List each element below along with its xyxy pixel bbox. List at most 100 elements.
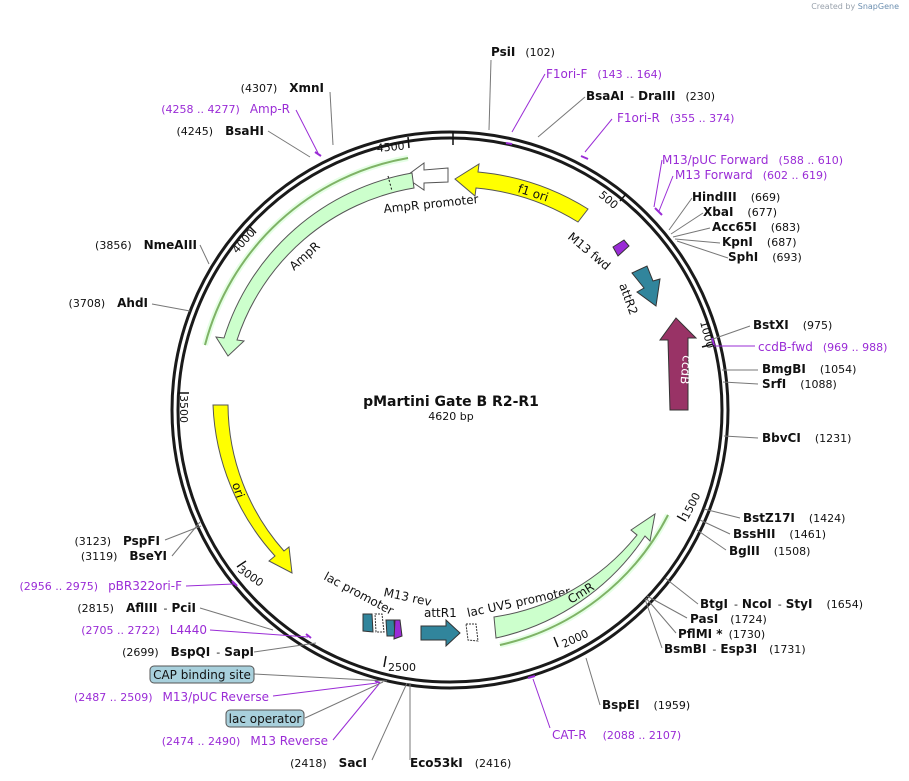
leader-xbai — [670, 212, 704, 235]
plasmid-name: pMartini Gate B R2-R1 — [363, 394, 539, 410]
site-pasi: PasI(1724) — [690, 612, 767, 626]
feature-ori: ori — [212, 404, 293, 574]
leader-kpni — [674, 238, 721, 244]
leader-cat-r — [532, 678, 551, 729]
m13-fwd-label: M13 fwd — [565, 230, 613, 273]
feature-lac-operator-box: lac operator — [225, 709, 305, 728]
tick-marks — [178, 131, 714, 668]
mark-f1ori-f — [505, 142, 513, 145]
site-sphi: SphI(693) — [728, 250, 802, 264]
site-pflmi: PflMI *(1730) — [678, 627, 765, 641]
site-xmni: (4307)XmnI — [241, 81, 324, 95]
leader-afliii — [199, 607, 274, 631]
feature-attr1: attR1 — [420, 606, 461, 648]
site-bseyi: (3119)BseYI — [81, 549, 167, 563]
leader-bglii — [696, 529, 727, 551]
site-hindiii: HindIII(669) — [692, 190, 780, 204]
site-bstz17i: BstZ17I(1424) — [743, 511, 845, 525]
site-bmgbi: BmgBI(1054) — [762, 362, 856, 376]
leader-f1ori-f — [511, 73, 546, 133]
tick-3000 — [236, 560, 247, 568]
attr1-label: attR1 — [424, 606, 457, 620]
leader-btgi — [664, 577, 699, 605]
tick-label-4500: 4500 — [376, 140, 405, 155]
primer-amp-r: (4258 .. 4277)Amp-R — [161, 102, 290, 116]
leader-bsahi — [267, 130, 311, 158]
site-bsshii: BssHII(1461) — [733, 527, 826, 541]
site-eco53ki: Eco53kI(2416) — [410, 756, 511, 770]
site-pspfi: (3123)PspFI — [74, 534, 160, 548]
site-saci: (2418)SacI — [290, 756, 367, 770]
leader-bspqi — [253, 642, 317, 653]
leader-pbr322 — [185, 583, 235, 587]
tick-label-3500: 3500 — [177, 395, 190, 423]
ccdb-label: ccdB — [677, 355, 693, 385]
credit-prefix: Created by — [811, 2, 856, 11]
site-ahdi: (3708)AhdI — [69, 296, 148, 310]
leader-xmni — [329, 91, 334, 146]
primer-ccdb-fwd: ccdB-fwd(969 .. 988) — [758, 340, 887, 354]
feature-cap-binding-box: CAP binding site — [149, 665, 255, 684]
tick-1500 — [676, 515, 687, 522]
mark-l4440 — [305, 633, 312, 639]
leader-m13-fwd — [658, 175, 674, 212]
tick-4500 — [407, 136, 410, 149]
site-btgi-ncoi-styi: BtgI-NcoI-StyI(1654) — [700, 597, 863, 611]
site-psii: PsiI(102) — [491, 45, 555, 59]
leader-bspei — [585, 657, 601, 706]
snapgene-logo: SnapGene — [857, 2, 899, 11]
leader-bbvci — [723, 435, 759, 439]
tick-label-2500: 2500 — [388, 661, 416, 674]
ampr-dotted-divider — [387, 175, 393, 192]
leader-bstxi — [712, 325, 751, 340]
leader-m13puc-fwd — [653, 159, 663, 208]
leader-f1ori-r — [584, 118, 613, 153]
leader-bstz17i — [703, 508, 741, 519]
primer-cat-r: CAT-R(2088 .. 2107) — [552, 728, 681, 742]
primer-pbr322ori-f: (2956 .. 2975)pBR322ori-F — [20, 579, 183, 593]
primer-m13-reverse: (2474 .. 2490)M13 Reverse — [162, 734, 328, 748]
leader-bseyi — [171, 521, 201, 557]
primer-marks — [231, 142, 715, 684]
site-bsahi: (4245)BsaHI — [177, 124, 264, 138]
site-bglii: BglII(1508) — [729, 544, 810, 558]
leader-hindiii — [668, 197, 693, 231]
site-bbvci: BbvCI(1231) — [762, 431, 851, 445]
feature-lac-promoter: lac promoter — [322, 569, 396, 633]
tick-500 — [619, 193, 627, 202]
mark-pbr322 — [231, 580, 238, 587]
primer-f1ori-f: F1ori-F(143 .. 164) — [546, 67, 662, 81]
site-bsaai-draiii: BsaAI-DraIII(230) — [586, 89, 715, 103]
site-bspqi-sapi: (2699)BspQI-SapI — [122, 645, 254, 659]
primer-l4440: (2705 .. 2722)L4440 — [81, 623, 207, 637]
leader-lines — [151, 59, 759, 761]
mark-m13-fwd — [654, 207, 663, 216]
feature-m13-fwd: M13 fwd — [565, 230, 630, 273]
leader-bsmbi — [644, 598, 663, 649]
leader-sphi — [676, 240, 729, 259]
site-bsmbi-esp3i: BsmBI-Esp3I(1731) — [664, 642, 806, 656]
f1-ori-label: f1 ori — [516, 182, 550, 205]
mark-ampr-primer — [314, 151, 322, 157]
site-acc65i: Acc65I(683) — [712, 220, 800, 234]
primer-f1ori-r: F1ori-R(355 .. 374) — [617, 111, 734, 125]
leader-cap — [253, 673, 388, 682]
snapgene-credit: Created by SnapGene — [811, 2, 899, 11]
primer-m13puc-reverse: (2487 .. 2509)M13/pUC Reverse — [74, 690, 269, 704]
leader-pspfi — [164, 525, 202, 541]
mark-f1ori-r — [580, 155, 589, 160]
leader-ampr-primer — [295, 109, 319, 154]
tick-2500 — [383, 655, 387, 668]
tick-4000 — [248, 225, 257, 234]
primer-m13-forward: M13 Forward(602 .. 619) — [675, 168, 827, 182]
site-xbai: XbaI(677) — [703, 205, 777, 219]
leader-ahdi — [151, 303, 191, 312]
feature-ampr: AmpR — [202, 155, 415, 357]
ampr-promoter-label: AmpR promoter — [383, 192, 479, 216]
leader-nmeaiii — [199, 244, 210, 265]
site-bspei: BspEI(1959) — [602, 698, 690, 712]
site-afliii-pcii: (2815)AflIII-PciI — [77, 601, 196, 615]
leader-pflmi — [645, 597, 677, 634]
tick-label-3000: 3000 — [235, 563, 265, 590]
leader-pasi — [646, 595, 688, 619]
